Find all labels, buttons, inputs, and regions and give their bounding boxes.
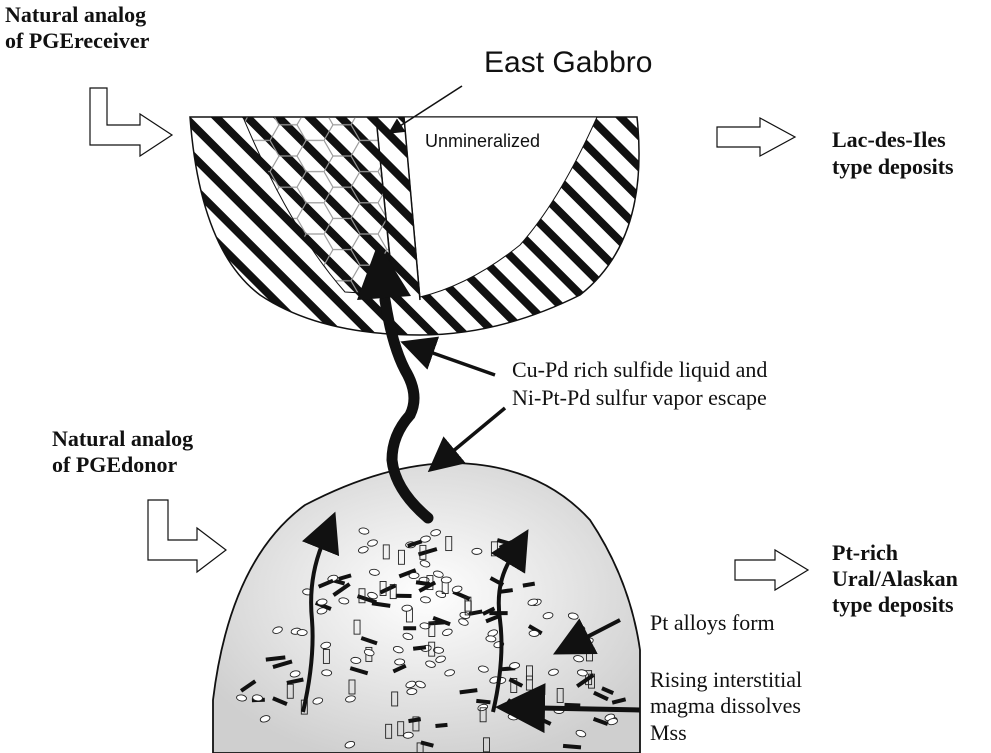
olivine-grain	[407, 688, 417, 695]
olivine-grain	[351, 657, 362, 664]
olivine-grain	[472, 548, 482, 554]
olivine-grain	[575, 625, 585, 632]
ural-hollow-arrow	[735, 550, 808, 590]
ural-alaskan-label: Pt-rich Ural/Alaskan type deposits	[832, 540, 963, 617]
receiver-hollow-arrow	[90, 88, 172, 156]
pt-alloys-label: Pt alloys form	[650, 610, 775, 635]
olivine-grain	[402, 605, 413, 612]
escape-pointer-upper	[430, 352, 495, 375]
olivine-grain	[486, 635, 497, 642]
escape-label: Cu-Pd rich sulfide liquid and Ni-Pt-Pd s…	[512, 357, 773, 410]
olivine-grain	[297, 629, 307, 635]
olivine-grain	[403, 732, 413, 739]
olivine-grain	[409, 572, 419, 579]
plagioclase-lath	[396, 594, 412, 598]
donor-label: Natural analog of PGEdonor	[52, 426, 199, 477]
receiver-label: Natural analog of PGEreceiver	[5, 2, 152, 53]
plagioclase-lath	[403, 626, 416, 630]
rising-magma-label: Rising interstitial magma dissolves Mss	[650, 667, 808, 745]
olivine-grain	[441, 577, 451, 583]
olivine-grain	[509, 662, 520, 669]
donor-hollow-arrow	[148, 500, 226, 572]
east-gabbro-label: East Gabbro	[484, 46, 652, 79]
olivine-grain	[395, 659, 405, 665]
lac-hollow-arrow	[717, 118, 795, 156]
olivine-grain	[317, 598, 328, 605]
olivine-grain	[252, 694, 263, 701]
olivine-grain	[322, 670, 332, 676]
unmineralized-label: Unmineralized	[425, 131, 540, 151]
rising-magma-pointer	[540, 708, 640, 710]
olivine-grain	[508, 713, 519, 720]
lac-des-iles-label: Lac-des-Iles type deposits	[832, 127, 954, 179]
escape-pointer-lower	[452, 408, 505, 452]
receiver-intrusion	[190, 117, 639, 335]
olivine-grain	[529, 630, 539, 636]
